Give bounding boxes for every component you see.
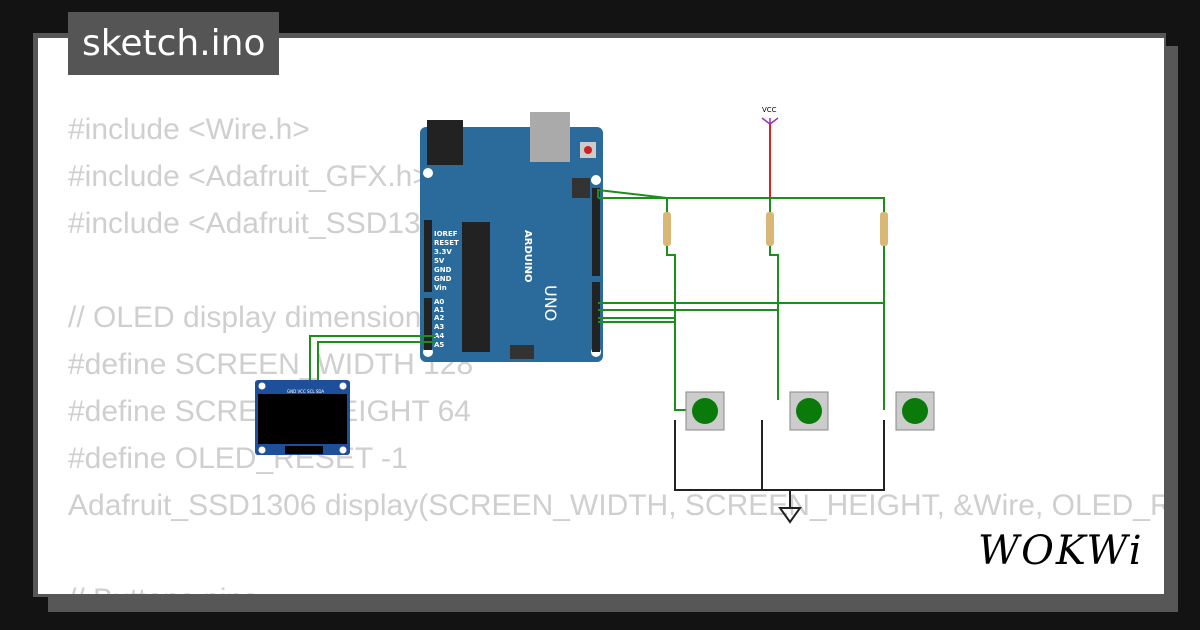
pin-label-a2: A2 [434,314,444,322]
sketch-title: sketch.ino [68,12,280,75]
code-line: Adafruit_SSD1306 display(SCREEN_WIDTH, S… [68,489,1164,522]
pin-label-a5: A5 [434,341,444,349]
code-line: // Buttons pins [68,576,1164,594]
pin-label-ioref: IOREF [434,230,458,238]
vcc-label: VCC [762,106,777,114]
pin-label-reset: RESET [434,239,459,247]
push-buttons[interactable] [685,391,935,431]
pin-label-5v: 5V [434,257,445,265]
oled-display: GND VCC SCL SDA [255,380,350,455]
board-model: UNO [541,285,560,321]
pin-label-a3: A3 [434,323,444,331]
preview-panel: #include <Wire.h> #include <Adafruit_GFX.… [38,38,1164,594]
code-line: #include <Wire.h> [68,113,310,146]
pin-label-a0: A0 [434,298,444,306]
pin-label-a4: A4 [434,332,444,340]
arduino-uno[interactable]: IOREF RESET 3.3V 5V GND GND Vin A0 A1 A2… [420,112,603,362]
code-preview: #include <Wire.h> #include <Adafruit_GFX.… [68,106,1164,594]
pin-label-a1: A1 [434,306,444,314]
wokwi-logo: WOKWi [978,528,1144,574]
ground-wires [674,420,885,524]
code-line: #include <Adafruit_GFX.h> [68,160,430,193]
wires [309,188,885,411]
pin-label-3v3: 3.3V [434,248,452,256]
oled-pin-labels: GND VCC SCL SDA [287,389,324,394]
resistors [663,212,888,246]
pin-label-gnd2: GND [434,275,452,283]
pin-label-gnd: GND [434,266,452,274]
code-line: // OLED display dimensions [68,301,437,334]
pin-label-vin: Vin [434,284,447,292]
board-name: ARDUINO [522,230,533,282]
